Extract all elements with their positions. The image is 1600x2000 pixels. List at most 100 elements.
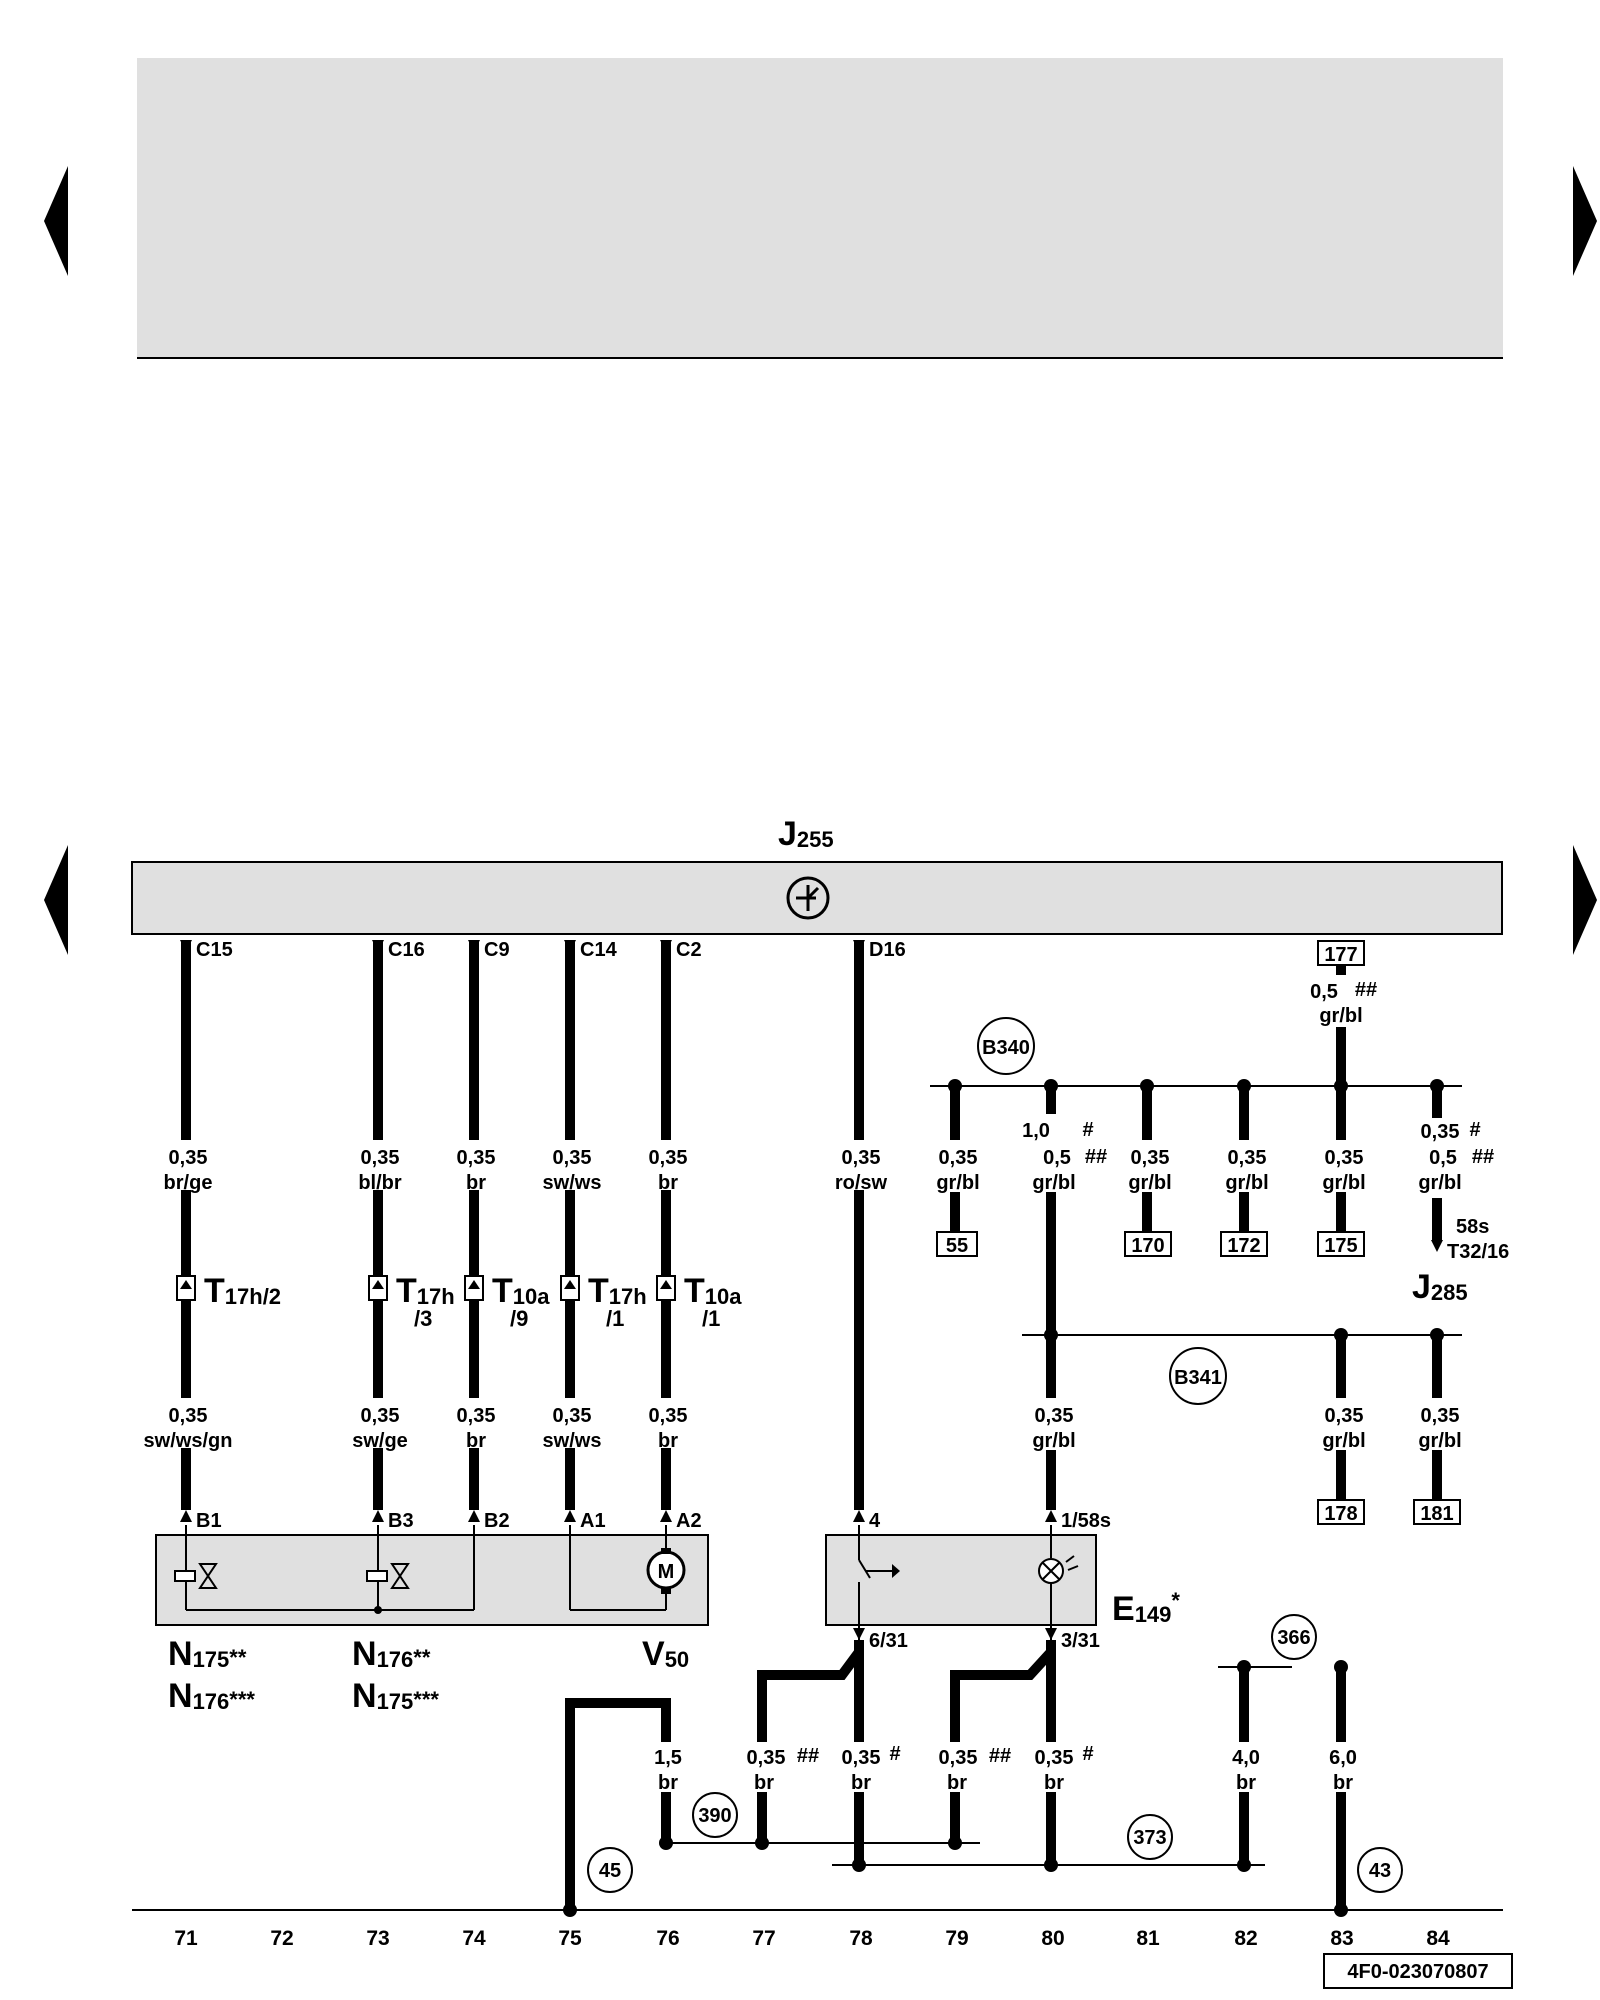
svg-text:84: 84	[1426, 1927, 1450, 1950]
j285-label: J285	[1412, 1268, 1468, 1306]
svg-text:C9: C9	[484, 939, 510, 961]
svg-text:0,35: 0,35	[1228, 1147, 1267, 1169]
svg-text:74: 74	[462, 1927, 486, 1950]
svg-text:178: 178	[1324, 1503, 1357, 1525]
svg-text:A2: A2	[676, 1510, 702, 1532]
doc-code: 4F0-023070807	[1347, 1961, 1488, 1983]
svg-text:0,35: 0,35	[747, 1747, 786, 1769]
svg-text:45: 45	[599, 1860, 621, 1882]
svg-text:#: #	[1469, 1119, 1480, 1141]
svg-text:B340: B340	[982, 1037, 1030, 1059]
svg-text:gr/bl: gr/bl	[1418, 1172, 1461, 1194]
next-section-arrow-icon[interactable]	[1573, 845, 1597, 955]
svg-text:gr/bl: gr/bl	[1418, 1430, 1461, 1452]
svg-text:0,35: 0,35	[1325, 1147, 1364, 1169]
valve-motor-unit	[155, 1534, 709, 1626]
svg-text:A1: A1	[580, 1510, 606, 1532]
prev-page-arrow-icon[interactable]	[44, 166, 68, 276]
svg-text:br: br	[658, 1772, 678, 1794]
svg-text:br: br	[1236, 1772, 1256, 1794]
svg-text:0,35: 0,35	[649, 1405, 688, 1427]
ref-boxes: 55 170 172 175	[936, 1231, 1365, 1257]
svg-text:br: br	[947, 1772, 967, 1794]
svg-text:0,5: 0,5	[1429, 1147, 1457, 1169]
svg-text:C14: C14	[580, 939, 618, 961]
svg-text:/1: /1	[606, 1306, 624, 1331]
svg-text:gr/bl: gr/bl	[1322, 1172, 1365, 1194]
svg-text:0,35: 0,35	[457, 1405, 496, 1427]
svg-text:373: 373	[1133, 1827, 1166, 1849]
svg-text:sw/ws: sw/ws	[543, 1430, 602, 1452]
svg-text:br: br	[754, 1772, 774, 1794]
bottom-pin-labels: B1 B3 B2 A1 A2 4 1/58s	[180, 1510, 1111, 1532]
svg-text:##: ##	[1085, 1146, 1107, 1168]
track-numbers: 71 72 73 74 75 76 77 78 79 80 81 82 83 8…	[174, 1927, 1450, 1950]
svg-text:C2: C2	[676, 939, 702, 961]
svg-text:366: 366	[1277, 1627, 1310, 1649]
svg-text:bl/br: bl/br	[358, 1172, 402, 1194]
svg-text:##: ##	[797, 1745, 819, 1767]
svg-text:br: br	[1333, 1772, 1353, 1794]
top-pin-labels: C15 C16 C9 C14 C2 D16	[180, 939, 906, 961]
svg-text:0,35: 0,35	[649, 1147, 688, 1169]
svg-text:gr/bl: gr/bl	[1032, 1430, 1075, 1452]
prev-section-arrow-icon[interactable]	[44, 845, 68, 955]
svg-text:0,35: 0,35	[939, 1747, 978, 1769]
svg-text:C16: C16	[388, 939, 425, 961]
svg-text:gr/bl: gr/bl	[1319, 1005, 1362, 1027]
j255-control-unit	[131, 861, 1503, 935]
svg-text:170: 170	[1131, 1235, 1164, 1257]
top-panel	[137, 58, 1503, 358]
svg-text:##: ##	[1355, 979, 1377, 1001]
svg-text:B341: B341	[1174, 1367, 1222, 1389]
svg-text:0,35: 0,35	[361, 1147, 400, 1169]
next-page-arrow-icon[interactable]	[1573, 166, 1597, 276]
svg-text:gr/bl: gr/bl	[1128, 1172, 1171, 1194]
svg-text:##: ##	[1472, 1146, 1494, 1168]
svg-text:6/31: 6/31	[869, 1630, 908, 1652]
svg-text:sw/ws: sw/ws	[543, 1172, 602, 1194]
svg-text:0,35: 0,35	[553, 1405, 592, 1427]
doc-code-box	[1323, 1953, 1513, 1989]
ground-splices: 366 390 373 45 43	[587, 1614, 1403, 1893]
svg-text:gr/bl: gr/bl	[1225, 1172, 1268, 1194]
svg-text:#: #	[1082, 1119, 1093, 1141]
svg-text:0,35: 0,35	[1035, 1747, 1074, 1769]
svg-text:43: 43	[1369, 1860, 1391, 1882]
control-unit-symbol-icon	[786, 876, 830, 920]
svg-text:0,35: 0,35	[169, 1147, 208, 1169]
n176-alt-label: N176**	[352, 1635, 431, 1673]
connector-symbols	[176, 1275, 676, 1301]
svg-text:br: br	[466, 1430, 486, 1452]
svg-text:75: 75	[558, 1927, 582, 1950]
t32-label: T32/16	[1447, 1241, 1509, 1263]
svg-text:0,35: 0,35	[1421, 1405, 1460, 1427]
svg-text:br: br	[658, 1172, 678, 1194]
svg-text:0,35: 0,35	[361, 1405, 400, 1427]
svg-text:177: 177	[1324, 944, 1357, 966]
svg-text:83: 83	[1330, 1927, 1353, 1950]
svg-text:br: br	[466, 1172, 486, 1194]
svg-text:3/31: 3/31	[1061, 1630, 1100, 1652]
svg-text:sw/ge: sw/ge	[352, 1430, 408, 1452]
connector-t10a-1: T10a	[684, 1272, 742, 1310]
svg-text:1,0: 1,0	[1022, 1120, 1050, 1142]
wires	[181, 940, 864, 1510]
svg-text:#: #	[1082, 1743, 1093, 1765]
svg-text:79: 79	[945, 1927, 968, 1950]
svg-text:4: 4	[869, 1510, 881, 1532]
motor-icon: M	[646, 1548, 686, 1594]
connector-labels: T17h/2 T17h /3 T10a /9 T17h /1 T10a /1	[204, 1272, 742, 1331]
svg-text:1,5: 1,5	[654, 1747, 682, 1769]
e149-label: E149*	[1112, 1588, 1180, 1628]
svg-text:br/ge: br/ge	[164, 1172, 213, 1194]
svg-text:B1: B1	[196, 1510, 222, 1532]
svg-text:0,35: 0,35	[842, 1747, 881, 1769]
svg-text:0,35: 0,35	[1421, 1121, 1460, 1143]
svg-text:0,5: 0,5	[1043, 1147, 1071, 1169]
svg-text:ro/sw: ro/sw	[835, 1172, 888, 1194]
n175-label: N175**	[168, 1635, 247, 1673]
svg-text:br: br	[1044, 1772, 1064, 1794]
svg-text:D16: D16	[869, 939, 906, 961]
